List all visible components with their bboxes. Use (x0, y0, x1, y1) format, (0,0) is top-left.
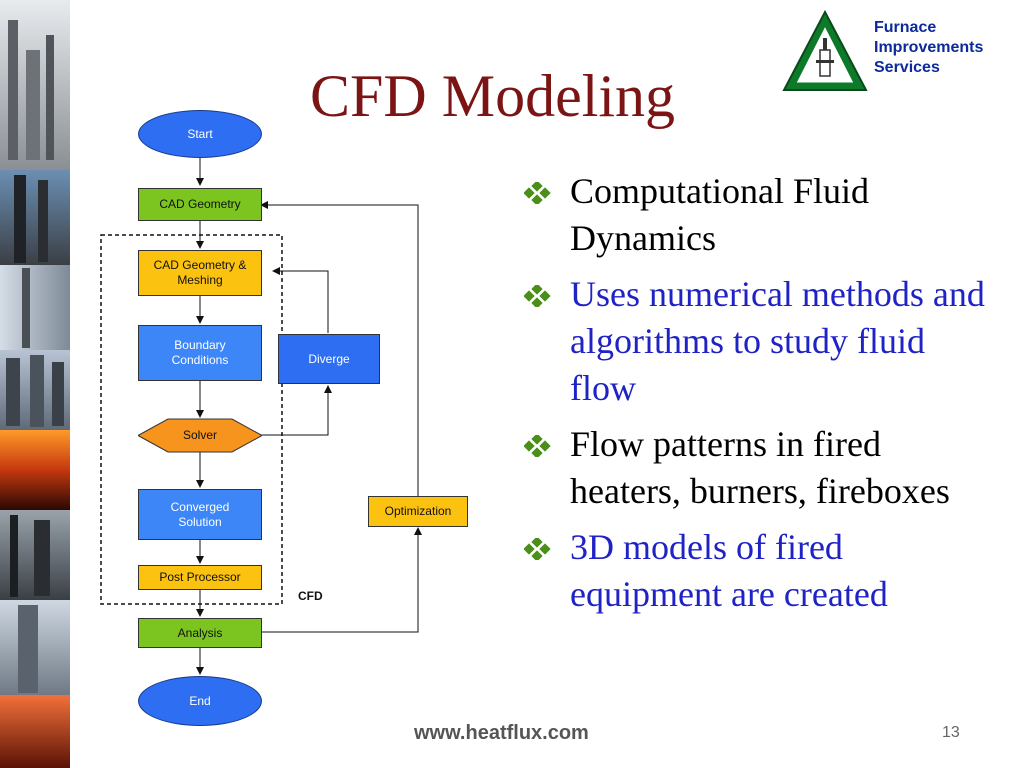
post-processor-label: Post Processor (159, 570, 241, 584)
diamond-bullet-icon (524, 182, 551, 204)
converged-solution-node: Converged Solution (138, 489, 262, 540)
bullet-text-4: 3D models of fired equipment are created (570, 527, 888, 614)
bullet-item: Computational Fluid Dynamics (522, 168, 992, 262)
bullet-item: 3D models of fired equipment are created (522, 524, 992, 618)
boundary-conditions-node: Boundary Conditions (138, 325, 262, 381)
boundary-conditions-label: Boundary Conditions (171, 338, 229, 367)
diverge-node: Diverge (278, 334, 380, 384)
optimization-node: Optimization (368, 496, 468, 527)
cfd-boundary (100, 234, 283, 605)
optimization-label: Optimization (384, 504, 452, 518)
logo-line-2: Improvements (874, 39, 984, 56)
logo-text: Furnace Improvements Services (874, 18, 983, 78)
bullet-item: Uses numerical methods and algorithms to… (522, 271, 992, 412)
cfd-flowchart: Start CAD Geometry CAD Geometry & Meshin… (96, 108, 496, 738)
bullet-text-1: Computational Fluid Dynamics (570, 171, 870, 258)
industrial-photo-strip (0, 0, 70, 768)
cad-meshing-label: CAD Geometry & Meshing (153, 258, 247, 287)
end-node: End (138, 676, 262, 726)
converged-solution-label: Converged Solution (170, 499, 230, 529)
cad-meshing-node: CAD Geometry & Meshing (138, 250, 262, 296)
diamond-bullet-icon (524, 538, 551, 560)
analysis-node: Analysis (138, 618, 262, 648)
cad-geometry-node: CAD Geometry (138, 188, 262, 221)
analysis-label: Analysis (177, 625, 223, 640)
post-processor-node: Post Processor (138, 565, 262, 590)
bullet-text-2: Uses numerical methods and algorithms to… (570, 274, 985, 408)
diamond-bullet-icon (524, 435, 551, 457)
end-label: End (189, 693, 211, 708)
bullet-list: Computational Fluid Dynamics Uses numeri… (522, 168, 992, 627)
cad-geometry-label: CAD Geometry (159, 197, 241, 211)
diamond-bullet-icon (524, 285, 551, 307)
bullet-text-3: Flow patterns in fired heaters, burners,… (570, 424, 950, 511)
flowchart-connectors (100, 158, 422, 675)
footer-url: www.heatflux.com (414, 722, 589, 744)
start-label: Start (187, 126, 213, 141)
logo-line-1: Furnace (874, 19, 937, 36)
start-node: Start (138, 110, 262, 158)
page-number: 13 (942, 724, 960, 741)
slide-title: CFD Modeling (310, 63, 676, 129)
solver-diamond (138, 418, 262, 453)
furnace-logo-icon (782, 9, 868, 91)
solver-node: Solver (138, 418, 262, 453)
cfd-boundary-label: CFD (298, 589, 323, 603)
logo-line-3: Services (874, 59, 940, 76)
diverge-label: Diverge (308, 351, 350, 366)
bullet-item: Flow patterns in fired heaters, burners,… (522, 421, 992, 515)
solver-label: Solver (182, 428, 217, 442)
